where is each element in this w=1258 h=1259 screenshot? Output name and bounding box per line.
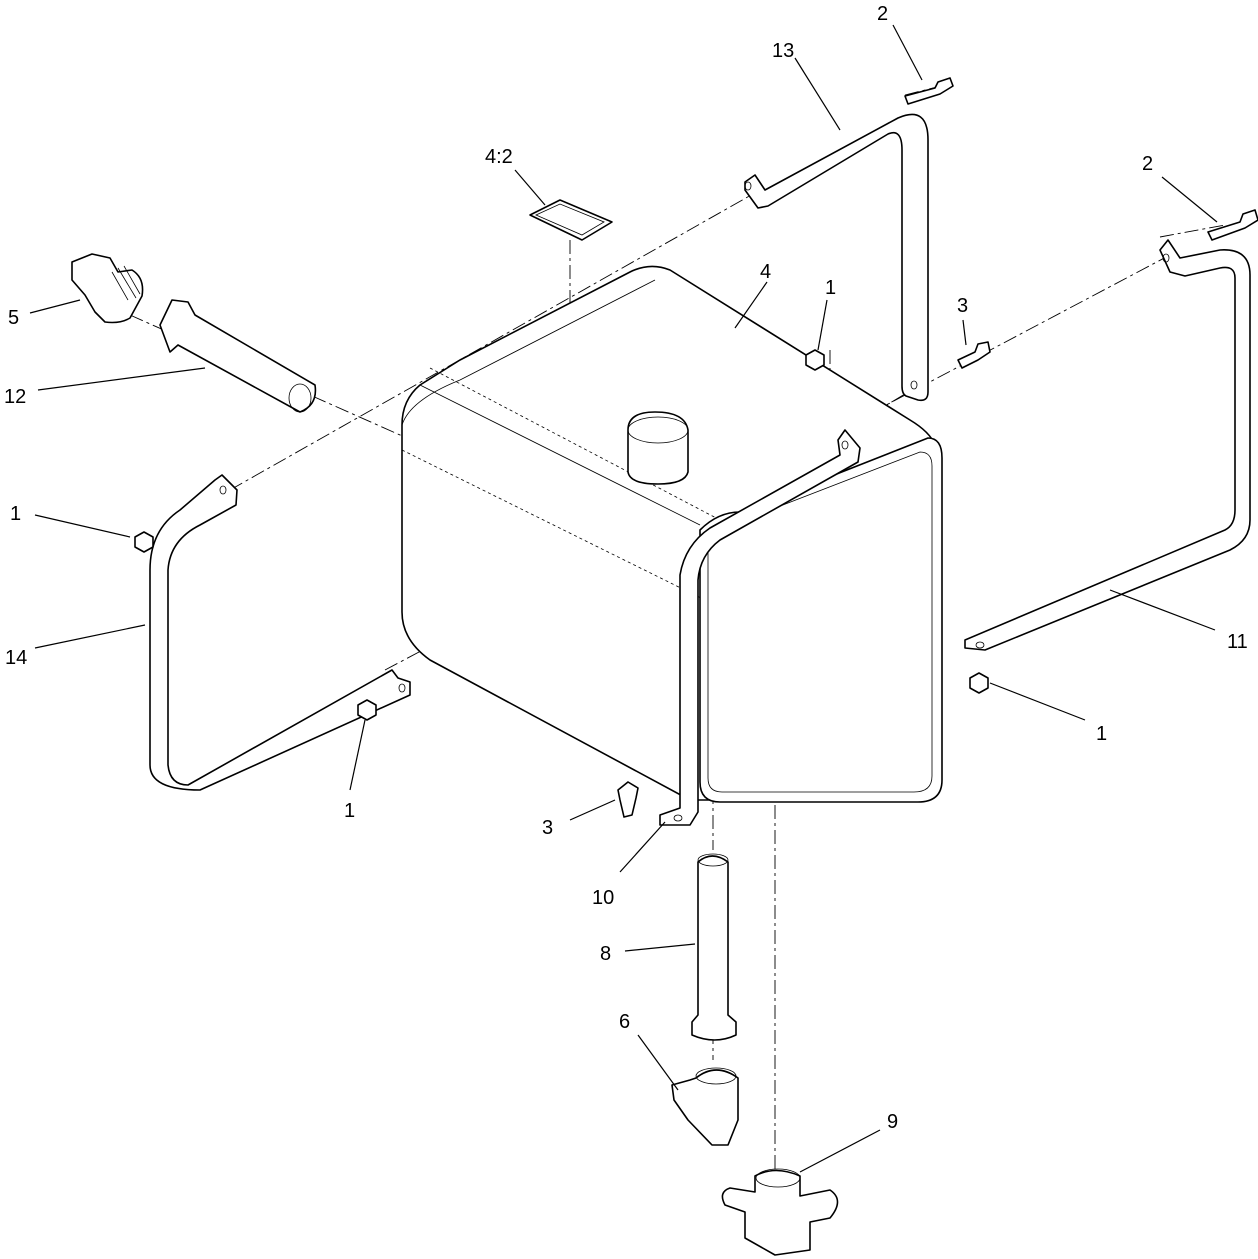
callout-2-right: 2 (1142, 153, 1153, 175)
nut-1-top (805, 349, 825, 371)
callout-4: 4 (760, 261, 771, 283)
callout-3-top: 3 (957, 295, 968, 317)
callout-13: 13 (772, 40, 794, 62)
strap-10 (659, 429, 861, 826)
callout-14: 14 (5, 647, 27, 669)
bolt-2-top (904, 77, 954, 105)
callout-11: 11 (1227, 631, 1248, 653)
elbow-fitting-5 (71, 253, 144, 324)
callout-labels: 2 13 4:2 2 5 4 1 3 12 1 14 11 1 1 3 10 8… (4, 3, 1248, 1133)
bolt-2-right (1207, 209, 1258, 241)
elbow-fitting-6 (671, 1067, 739, 1146)
callout-8: 8 (600, 943, 611, 965)
bolt-3-bottom (617, 781, 639, 818)
callout-1-left: 1 (10, 503, 21, 525)
bolt-3-top (957, 341, 991, 369)
strap-13 (744, 113, 929, 402)
callout-3-bottom: 3 (542, 817, 553, 839)
callout-10: 10 (592, 887, 614, 909)
callout-1-bottom: 1 (344, 800, 355, 822)
callout-12: 12 (4, 386, 26, 408)
tube-8 (691, 853, 737, 1041)
nut-1-right (969, 672, 989, 694)
nut-1-bottom (357, 699, 377, 721)
leader-lines (29, 24, 1218, 1173)
callout-2-top: 2 (877, 3, 888, 25)
nut-1-left (134, 531, 154, 553)
tee-fitting-9 (721, 1168, 839, 1256)
callout-1-top: 1 (825, 277, 836, 299)
callout-5: 5 (8, 307, 19, 329)
decal-4-2 (529, 199, 613, 241)
tube-12 (159, 299, 317, 413)
callout-6: 6 (619, 1011, 630, 1033)
strap-14 (149, 474, 411, 791)
callout-4-2: 4:2 (485, 146, 513, 168)
callout-9: 9 (887, 1111, 898, 1133)
strap-11 (964, 239, 1251, 651)
hydraulic-tank-4 (401, 265, 943, 803)
callout-1-right: 1 (1096, 723, 1107, 745)
